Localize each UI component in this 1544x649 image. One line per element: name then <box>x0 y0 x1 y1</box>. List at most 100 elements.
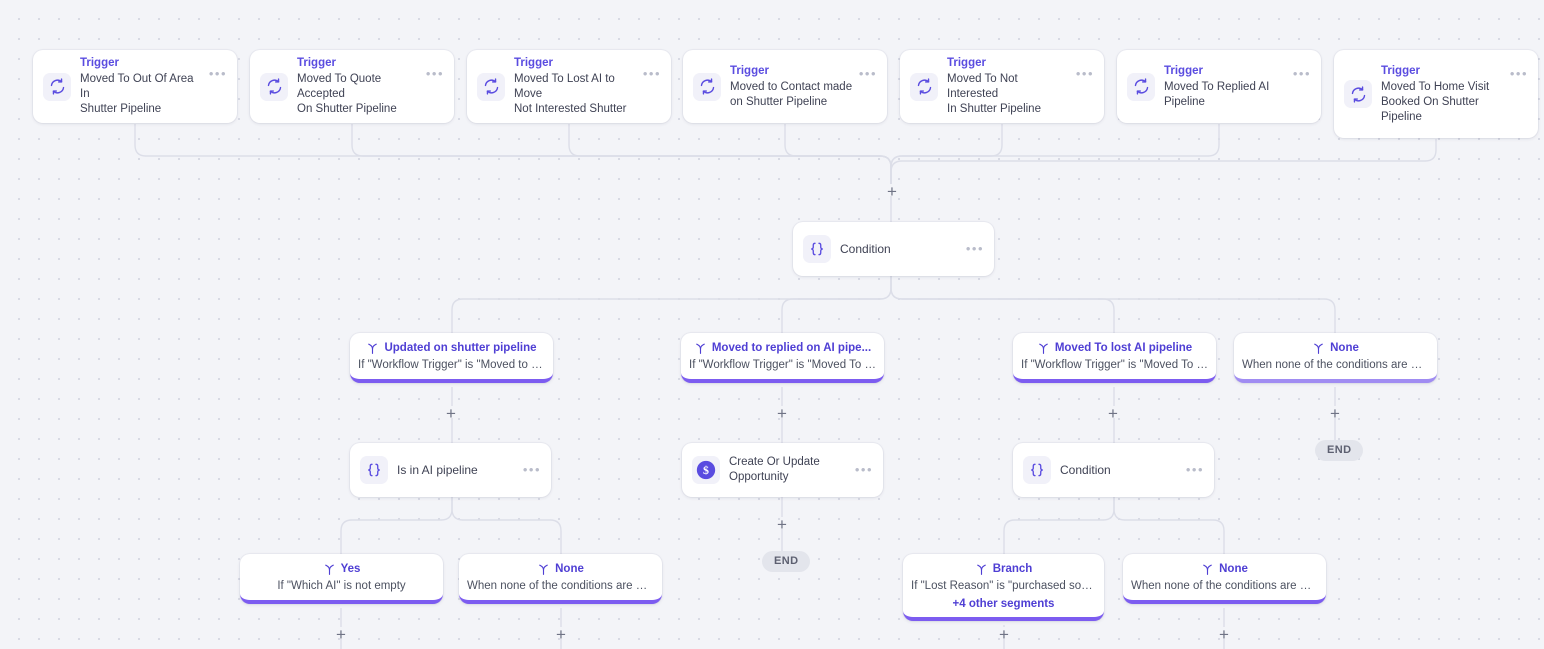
action-title: Condition <box>1060 463 1111 477</box>
branch-fork-icon <box>537 563 550 576</box>
branch-fork-icon <box>1312 342 1325 355</box>
branch-label: Moved To lost AI pipeline <box>1054 342 1193 354</box>
branch-fork-icon <box>975 563 988 576</box>
trigger-title-line: Not Interested Shutter <box>514 103 627 115</box>
branch-header: Moved to replied on AI pipe... <box>689 341 876 355</box>
branch-description: If "Workflow Trigger" is "Moved to Co... <box>358 359 545 371</box>
trigger-title-line: Moved To Lost AI to Move <box>514 73 615 100</box>
connector-path <box>340 497 453 554</box>
branch-description: If "Workflow Trigger" is "Moved To Lo... <box>1021 359 1208 371</box>
add-step-branch-updated-shutter[interactable]: + <box>446 404 456 423</box>
sync-arrows-icon <box>1127 72 1155 101</box>
branch-extra-segments[interactable]: +4 other segments <box>952 598 1055 610</box>
add-step-after-triggers[interactable]: + <box>887 182 897 201</box>
node-menu-icon[interactable]: ••• <box>208 66 227 81</box>
trigger-kicker: Trigger <box>514 57 553 69</box>
curly-braces-icon <box>1023 456 1051 484</box>
node-menu-icon[interactable]: ••• <box>1075 66 1094 81</box>
action-body: Condition <box>840 241 960 257</box>
node-menu-icon[interactable]: ••• <box>642 66 661 81</box>
action-card-condition[interactable]: Condition ••• <box>1013 443 1214 497</box>
action-title-line: Create Or Update <box>729 456 820 468</box>
add-step-branch-replied-ai[interactable]: + <box>777 404 787 423</box>
node-menu-icon[interactable]: ••• <box>1185 462 1204 477</box>
trigger-kicker: Trigger <box>947 57 986 69</box>
trigger-title-line: Moved To Replied AI <box>1164 80 1270 93</box>
branch-fork-icon <box>1037 342 1050 355</box>
trigger-title-line: Booked On Shutter <box>1381 95 1479 108</box>
connector-path <box>451 276 892 333</box>
branch-header: None <box>1242 341 1429 355</box>
node-menu-icon[interactable]: ••• <box>1292 66 1311 81</box>
node-menu-icon[interactable]: ••• <box>425 66 444 81</box>
node-menu-icon[interactable]: ••• <box>522 462 541 477</box>
add-step-after-create-opportunity[interactable]: + <box>777 515 787 534</box>
svg-text:$: $ <box>703 463 709 477</box>
trigger-kicker: Trigger <box>80 57 119 69</box>
trigger-kicker: Trigger <box>297 57 336 69</box>
curly-braces-icon <box>360 456 388 484</box>
action-title: Condition <box>840 242 891 256</box>
add-step-branch-none-mid[interactable]: + <box>556 625 566 644</box>
connector-path <box>568 124 892 184</box>
branch-label: None <box>555 563 584 575</box>
add-step-branch-branch[interactable]: + <box>999 625 1009 644</box>
branch-header: Updated on shutter pipeline <box>358 341 545 355</box>
branch-fork-icon <box>323 563 336 576</box>
end-badge: END <box>1315 440 1364 461</box>
connector-path <box>890 276 1336 333</box>
curly-braces-icon <box>803 235 831 263</box>
connector-path <box>784 124 892 184</box>
branch-header: None <box>467 562 654 576</box>
action-card-is-in-ai-pipeline[interactable]: Is in AI pipeline ••• <box>350 443 551 497</box>
action-body: Condition <box>1060 462 1180 478</box>
branch-label: None <box>1330 342 1359 354</box>
trigger-title-line: on Shutter Pipeline <box>730 95 828 108</box>
branch-label: Updated on shutter pipeline <box>384 342 537 354</box>
trigger-title-line: Moved To Home Visit <box>1381 80 1490 93</box>
connector-path <box>134 124 892 184</box>
add-step-branch-lost-ai[interactable]: + <box>1108 404 1118 423</box>
action-body: Is in AI pipeline <box>397 462 517 478</box>
action-card-condition[interactable]: Condition ••• <box>793 222 994 276</box>
branch-card-updated-on-shutter-pipeline[interactable]: Updated on shutter pipeline If "Workflow … <box>350 333 553 383</box>
add-step-branch-none-bottom[interactable]: + <box>1219 625 1229 644</box>
connector-path <box>890 124 1003 184</box>
node-menu-icon[interactable]: ••• <box>1509 66 1528 81</box>
branch-fork-icon <box>694 342 707 355</box>
branch-description: If "Workflow Trigger" is "Moved To Re... <box>689 359 876 371</box>
branch-description: If "Which AI" is not empty <box>277 580 406 592</box>
add-step-branch-none-top[interactable]: + <box>1330 404 1340 423</box>
connector-path <box>890 124 1220 184</box>
branch-fork-icon <box>366 342 379 355</box>
branch-card-moved-to-lost-ai-pipeline[interactable]: Moved To lost AI pipeline If "Workflow Tr… <box>1013 333 1216 383</box>
add-step-branch-yes[interactable]: + <box>336 625 346 644</box>
node-menu-icon[interactable]: ••• <box>965 241 984 256</box>
sync-arrows-icon <box>693 72 721 101</box>
node-menu-icon[interactable]: ••• <box>858 66 877 81</box>
branch-card-moved-to-replied-on-ai-pipe[interactable]: Moved to replied on AI pipe... If "Workfl… <box>681 333 884 383</box>
sync-arrows-icon <box>477 72 505 101</box>
node-menu-icon[interactable]: ••• <box>854 462 873 477</box>
trigger-title-line: Moved to Contact made <box>730 80 853 93</box>
end-badge: END <box>762 551 811 572</box>
branch-label: Branch <box>992 563 1033 575</box>
